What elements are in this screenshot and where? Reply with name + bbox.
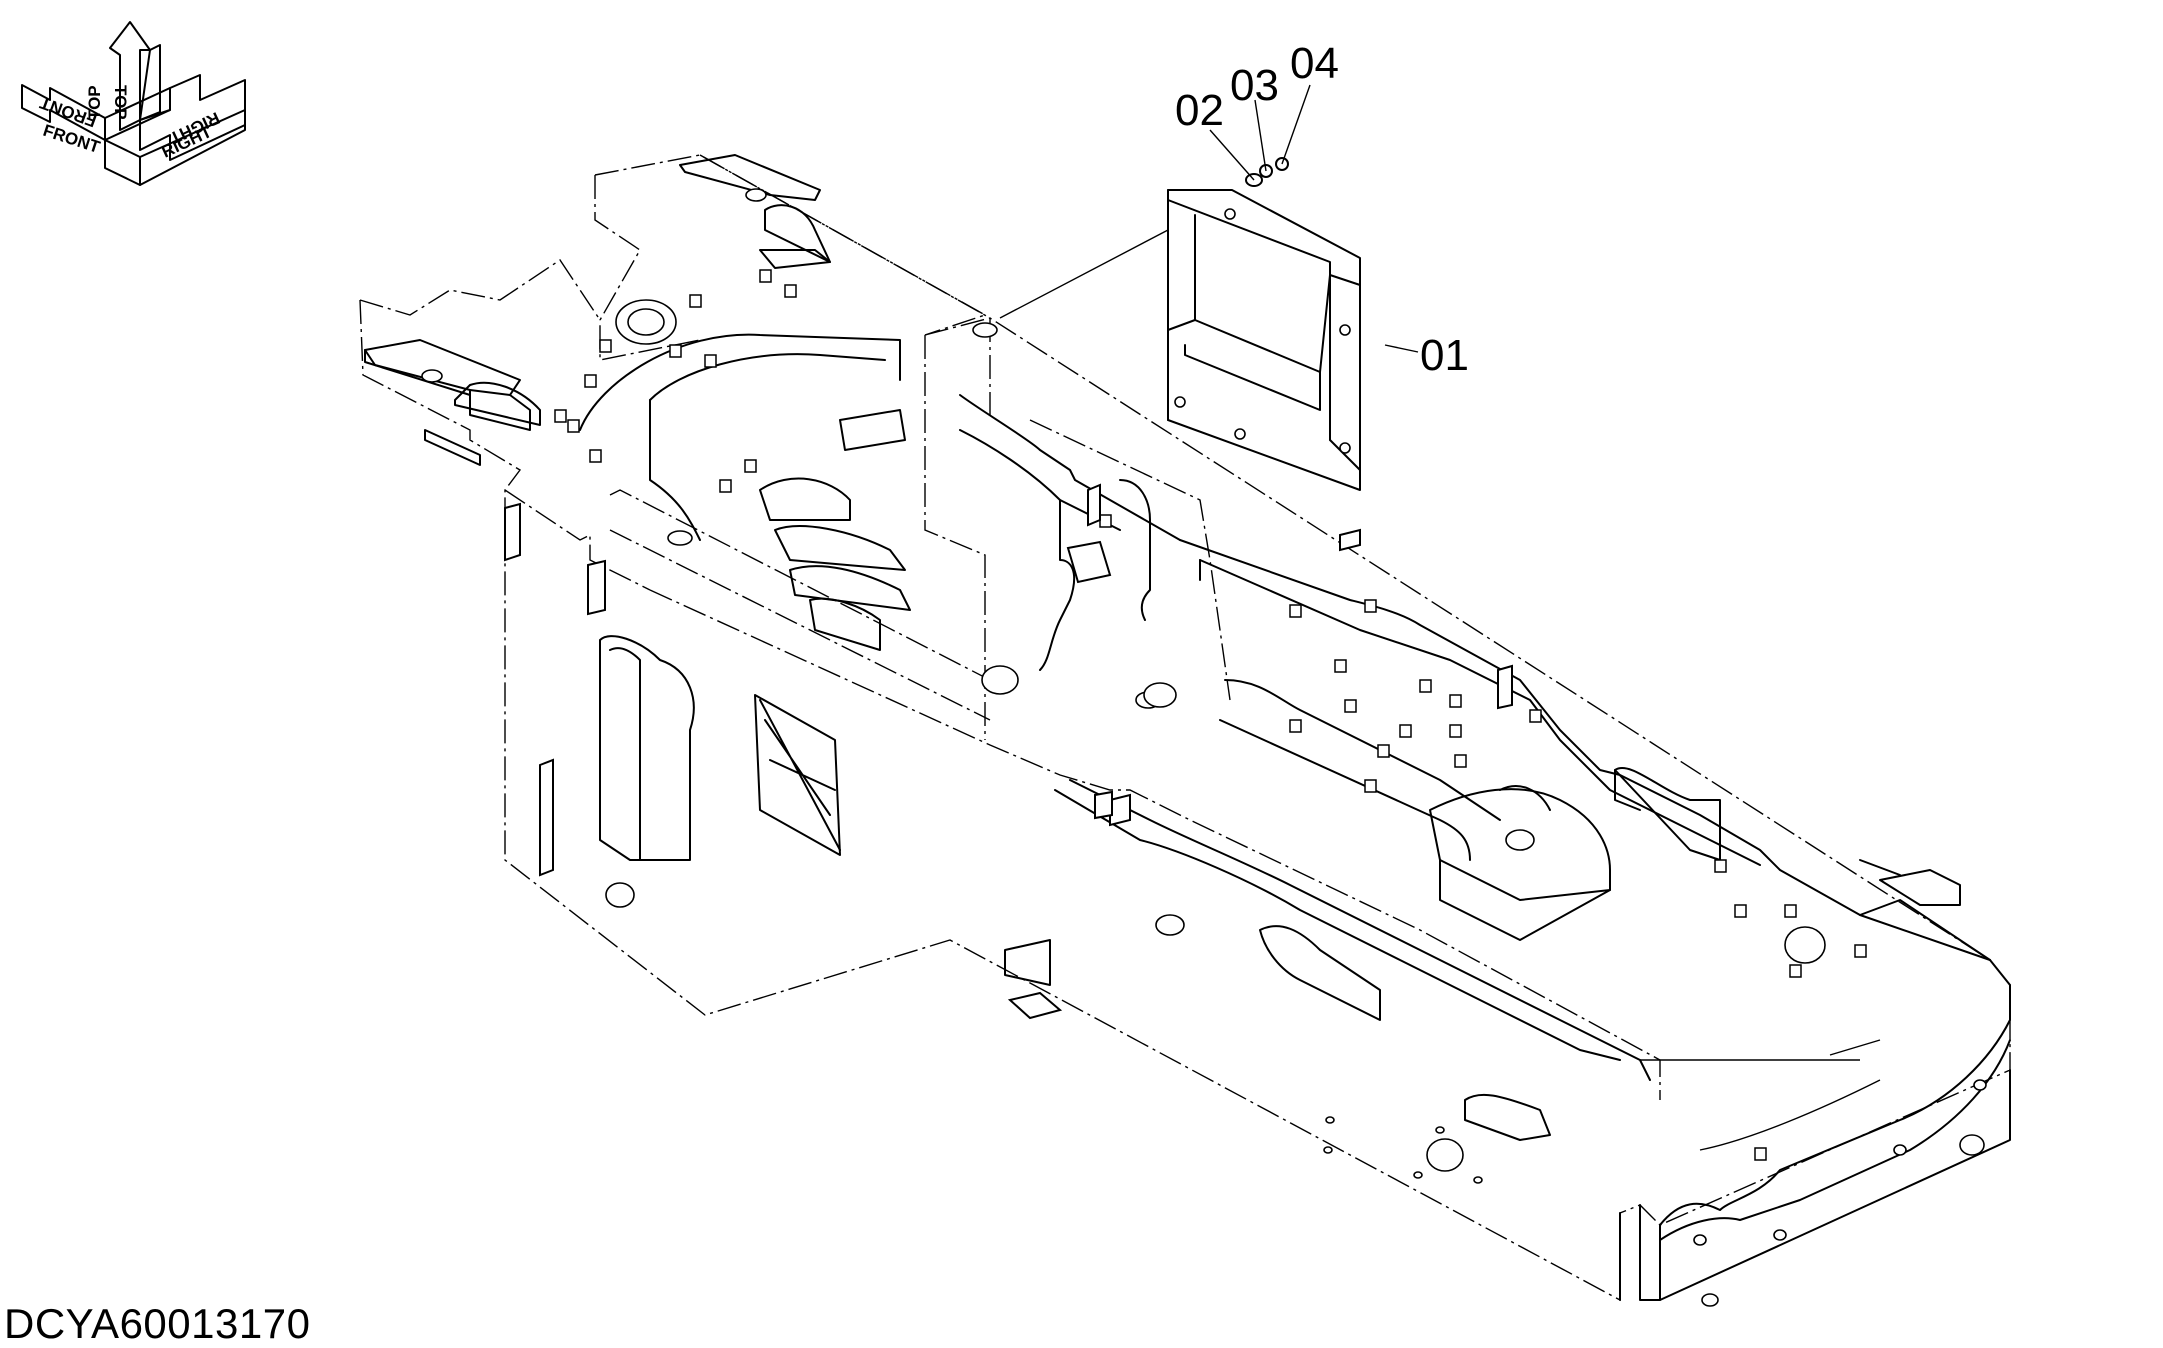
drawing-code: DCYA60013170	[4, 1300, 311, 1347]
top-arrow-icon	[109, 21, 151, 131]
frame-assembly	[359, 154, 2011, 1302]
callout-03: 03	[1230, 61, 1279, 110]
top-mirrored-label: TOP	[85, 85, 104, 120]
fasteners-02-03-04	[1245, 157, 1289, 187]
orientation-indicator: FRONT FRONT TOP TOP RIGHT RIGHT	[21, 21, 246, 186]
frame-blocks	[504, 483, 1513, 1020]
callout-leaders	[999, 84, 1419, 353]
callout-02: 02	[1175, 86, 1224, 135]
frame-pins	[554, 269, 1867, 1161]
frame-holes	[421, 188, 1987, 1307]
callout-01: 01	[1420, 331, 1469, 380]
top-label: TOP	[111, 85, 130, 120]
callout-04: 04	[1290, 39, 1339, 88]
part-01-cover	[1167, 189, 1361, 491]
